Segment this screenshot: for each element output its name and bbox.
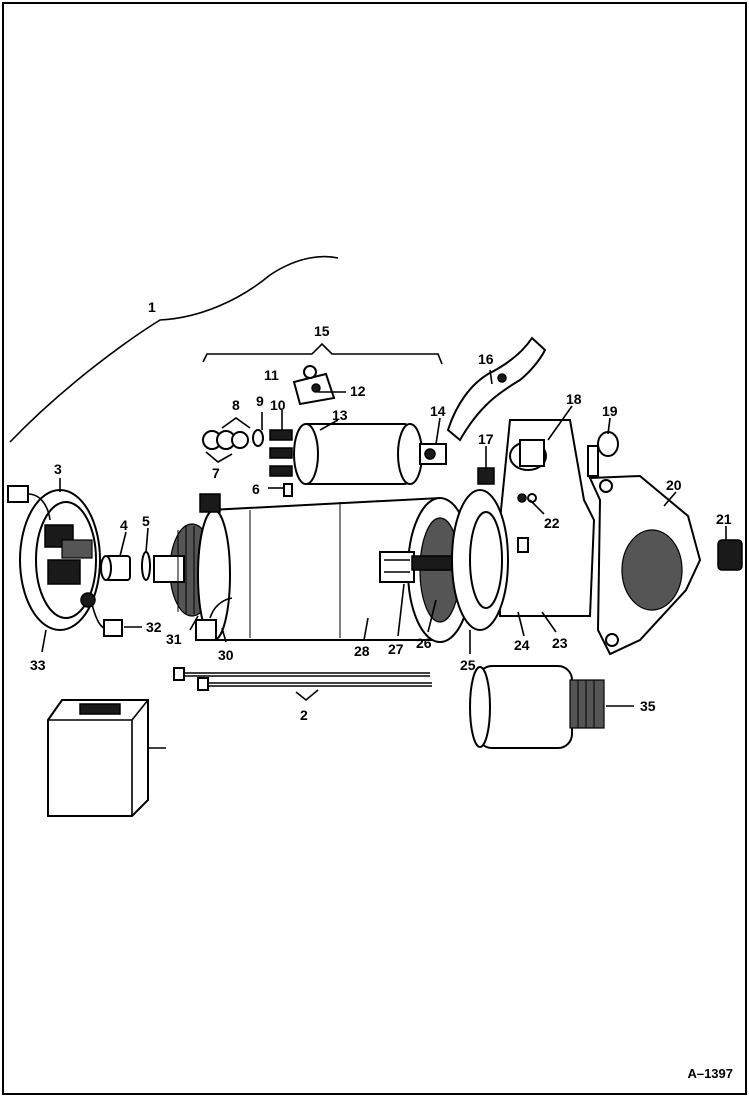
callout-19: 19 — [602, 403, 618, 419]
callout-8: 8 — [232, 397, 240, 413]
callout-13: 13 — [332, 407, 348, 423]
bushing-21 — [717, 539, 743, 571]
grommet-17 — [477, 467, 495, 485]
callout-21: 21 — [716, 511, 732, 527]
bushing-4 — [100, 555, 131, 581]
bracket-7 — [205, 451, 233, 463]
plate-25 — [451, 489, 509, 631]
callout-32: 32 — [146, 619, 162, 635]
callout-18: 18 — [566, 391, 582, 407]
bracket-1 — [9, 255, 339, 443]
washer-5 — [141, 551, 151, 581]
leader-lines — [41, 369, 727, 707]
callout-26: 26 — [416, 635, 432, 651]
drive-assembly-35 — [469, 665, 605, 749]
pin-19 — [587, 431, 619, 477]
callout-12: 12 — [350, 383, 366, 399]
shift-fork-16 — [446, 336, 547, 442]
callout-labels: 1 2 3 4 5 6 7 8 9 10 11 12 13 14 15 16 1… — [30, 299, 732, 723]
callout-30: 30 — [218, 647, 234, 663]
callout-33: 33 — [30, 657, 46, 673]
drive-housing — [499, 419, 596, 617]
callout-35: 35 — [640, 698, 656, 714]
brush-plate — [7, 485, 123, 637]
callout-2: 2 — [300, 707, 308, 723]
callout-9: 9 — [256, 393, 264, 409]
bracket-2 — [295, 689, 319, 702]
callout-28: 28 — [354, 643, 370, 659]
callout-20: 20 — [666, 477, 682, 493]
callout-25: 25 — [460, 657, 476, 673]
callout-1: 1 — [148, 299, 156, 315]
callout-23: 23 — [552, 635, 568, 651]
hardware-7-8-9 — [202, 429, 264, 450]
callout-17: 17 — [478, 431, 494, 447]
callout-4: 4 — [120, 517, 128, 533]
figure-id: A–1397 — [687, 1066, 733, 1081]
solenoid-13 — [269, 423, 447, 485]
nose-housing-20 — [588, 474, 702, 656]
callout-7: 7 — [212, 465, 220, 481]
callout-31: 31 — [166, 631, 182, 647]
lever-assembly — [379, 551, 453, 583]
callout-24: 24 — [514, 637, 530, 653]
callout-14: 14 — [430, 403, 446, 419]
callout-16: 16 — [478, 351, 494, 367]
callout-15: 15 — [314, 323, 330, 339]
terminal-cover-12 — [292, 365, 336, 406]
bracket-8 — [221, 417, 251, 429]
callout-3: 3 — [54, 461, 62, 477]
bracket-15 — [202, 342, 443, 365]
callout-22: 22 — [544, 515, 560, 531]
callout-5: 5 — [142, 513, 150, 529]
through-bolts-2 — [173, 667, 432, 691]
callout-10: 10 — [270, 397, 286, 413]
field-frame — [195, 483, 473, 643]
callout-27: 27 — [388, 641, 404, 657]
parts-kit-box — [47, 699, 166, 817]
callout-11: 11 — [264, 367, 279, 383]
callout-6: 6 — [252, 481, 260, 497]
